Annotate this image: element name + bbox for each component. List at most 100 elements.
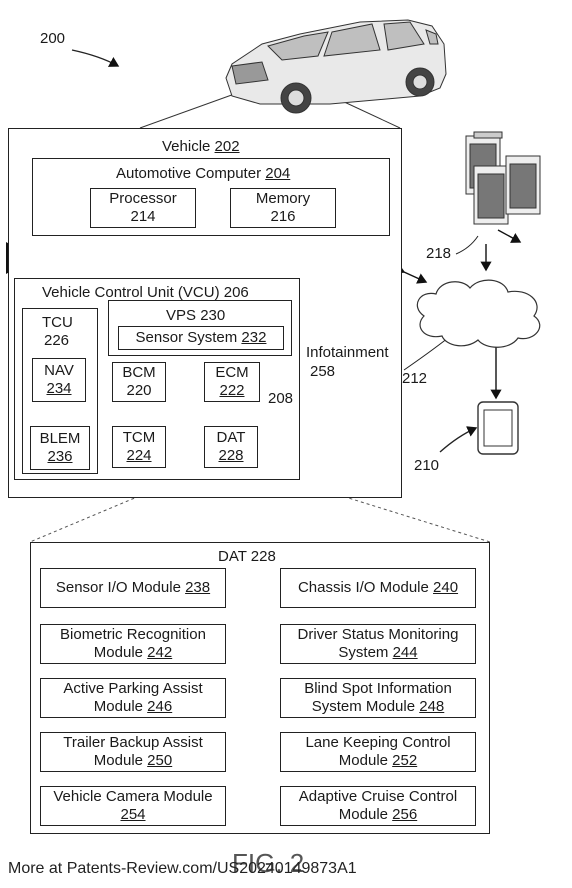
memory-label: Memory bbox=[255, 190, 311, 207]
vehicle-title: Vehicle 202 bbox=[162, 138, 240, 155]
dat-module-line2-row: System 244 bbox=[338, 644, 417, 662]
dat-module-line2-row: Module 242 bbox=[94, 644, 172, 662]
dat-module-line1: Adaptive Cruise Control bbox=[298, 788, 458, 805]
nav-label: NAV bbox=[44, 362, 74, 379]
network-cloud-icon bbox=[416, 279, 541, 348]
dat-small-label: DAT bbox=[216, 429, 246, 446]
bcm-num: 220 bbox=[126, 382, 152, 399]
memory-box: Memory 216 bbox=[230, 188, 336, 228]
dat-module-line1: Vehicle Camera Module bbox=[53, 788, 213, 805]
sensor-system-num: 232 bbox=[241, 329, 267, 346]
blem-label: BLEM bbox=[39, 430, 81, 447]
dat-module-line2: Module bbox=[93, 698, 143, 715]
dat-module-line2: Module bbox=[338, 752, 388, 769]
vcu-num: 206 bbox=[223, 284, 249, 301]
tcm-num: 224 bbox=[126, 447, 152, 464]
nav-box: NAV 234 bbox=[32, 358, 86, 402]
dat-module-line1: Sensor I/O Module bbox=[55, 579, 181, 596]
bcm-label: BCM bbox=[122, 364, 156, 381]
dat-module-line2-row: Module 250 bbox=[94, 752, 172, 770]
server-icon bbox=[465, 131, 541, 225]
mobile-device-icon bbox=[477, 401, 519, 455]
vehicle-num: 202 bbox=[214, 138, 240, 155]
dat-module-line2: System bbox=[338, 644, 389, 661]
sensor-system-label: Sensor System bbox=[135, 329, 238, 346]
processor-label: Processor bbox=[109, 190, 177, 207]
dat-module-line2-row: Module 252 bbox=[339, 752, 417, 770]
vcu-label: Vehicle Control Unit (VCU) bbox=[42, 284, 220, 301]
figure-ref-200: 200 bbox=[40, 30, 66, 47]
automotive-computer-num: 204 bbox=[265, 165, 291, 182]
dat-module-num: 240 bbox=[433, 579, 459, 596]
ecm-box: ECM 222 bbox=[204, 362, 260, 402]
dat-module-box: Chassis I/O Module 240 bbox=[280, 568, 476, 608]
dat-module-line1: Driver Status Monitoring bbox=[297, 626, 459, 643]
dat-module-num: 238 bbox=[185, 579, 211, 596]
dat-module-single-row: Vehicle Camera Module 254 bbox=[41, 788, 225, 824]
device-ref-210: 210 bbox=[414, 457, 440, 474]
dat-module-line1: Trailer Backup Assist bbox=[63, 734, 203, 751]
dat-module-num: 248 bbox=[419, 698, 445, 715]
blem-num: 236 bbox=[47, 448, 73, 465]
processor-num: 214 bbox=[130, 208, 156, 225]
vehicle-label: Vehicle bbox=[162, 138, 211, 155]
bus-ref-208: 208 bbox=[268, 390, 294, 407]
vehicle-car-illustration bbox=[225, 19, 447, 114]
vps-title: VPS 230 bbox=[166, 307, 225, 324]
automotive-computer-title: Automotive Computer 204 bbox=[116, 165, 290, 182]
sensor-system-text: Sensor System 232 bbox=[136, 329, 267, 347]
automotive-computer-label: Automotive Computer bbox=[116, 165, 262, 182]
tcm-box: TCM 224 bbox=[112, 426, 166, 468]
infotainment-label: Infotainment bbox=[306, 344, 389, 361]
dat-module-single-row: Sensor I/O Module 238 bbox=[56, 579, 210, 597]
dat-module-num: 250 bbox=[147, 752, 173, 769]
sensor-system-box: Sensor System 232 bbox=[118, 326, 284, 350]
bcm-box: BCM 220 bbox=[112, 362, 166, 402]
dat-module-line2-row: System Module 248 bbox=[312, 698, 445, 716]
dat-module-num: 246 bbox=[147, 698, 173, 715]
footer-source: More at Patents-Review.com/US20240149873… bbox=[8, 860, 357, 877]
vps-label: VPS bbox=[166, 307, 197, 324]
dat-module-box: Sensor I/O Module 238 bbox=[40, 568, 226, 608]
processor-box: Processor 214 bbox=[90, 188, 196, 228]
ecm-label: ECM bbox=[215, 364, 249, 381]
dat-detail-title: DAT 228 bbox=[218, 548, 276, 565]
dat-module-num: 252 bbox=[392, 752, 418, 769]
dat-module-line1: Blind Spot Information bbox=[304, 680, 452, 697]
tcu-num: 226 bbox=[44, 332, 70, 349]
tcu-label: TCU bbox=[42, 314, 73, 331]
tcm-label: TCM bbox=[122, 429, 156, 446]
dat-title-label: DAT bbox=[218, 548, 247, 565]
dat-module-line2: Module bbox=[338, 806, 388, 823]
dat-module-line2: Module bbox=[93, 644, 143, 661]
dat-title-num: 228 bbox=[250, 548, 276, 565]
memory-num: 216 bbox=[270, 208, 296, 225]
dat-module-line2-row: Module 246 bbox=[94, 698, 172, 716]
dat-module-line2-row: Module 256 bbox=[339, 806, 417, 824]
dat-module-line1: Chassis I/O Module bbox=[297, 579, 429, 596]
dat-module-line1: Lane Keeping Control bbox=[305, 734, 451, 751]
dat-module-line1: Biometric Recognition bbox=[60, 626, 206, 643]
dat-module-line2: Module bbox=[93, 752, 143, 769]
server-ref-218: 218 bbox=[426, 245, 452, 262]
dat-module-num: 256 bbox=[392, 806, 418, 823]
dat-small-num: 228 bbox=[218, 447, 244, 464]
dat-module-num: 244 bbox=[392, 644, 418, 661]
infotainment-num: 258 bbox=[310, 363, 336, 380]
figure-label: FIG. 2 bbox=[232, 848, 305, 878]
vcu-title: Vehicle Control Unit (VCU) 206 bbox=[42, 284, 249, 301]
ecm-num: 222 bbox=[219, 382, 245, 399]
nav-num: 234 bbox=[46, 380, 72, 397]
blem-box: BLEM 236 bbox=[30, 426, 90, 470]
dat-module-line2: System Module bbox=[311, 698, 416, 715]
dat-module-box: Vehicle Camera Module 254 bbox=[40, 786, 226, 826]
vps-num: 230 bbox=[200, 307, 226, 324]
